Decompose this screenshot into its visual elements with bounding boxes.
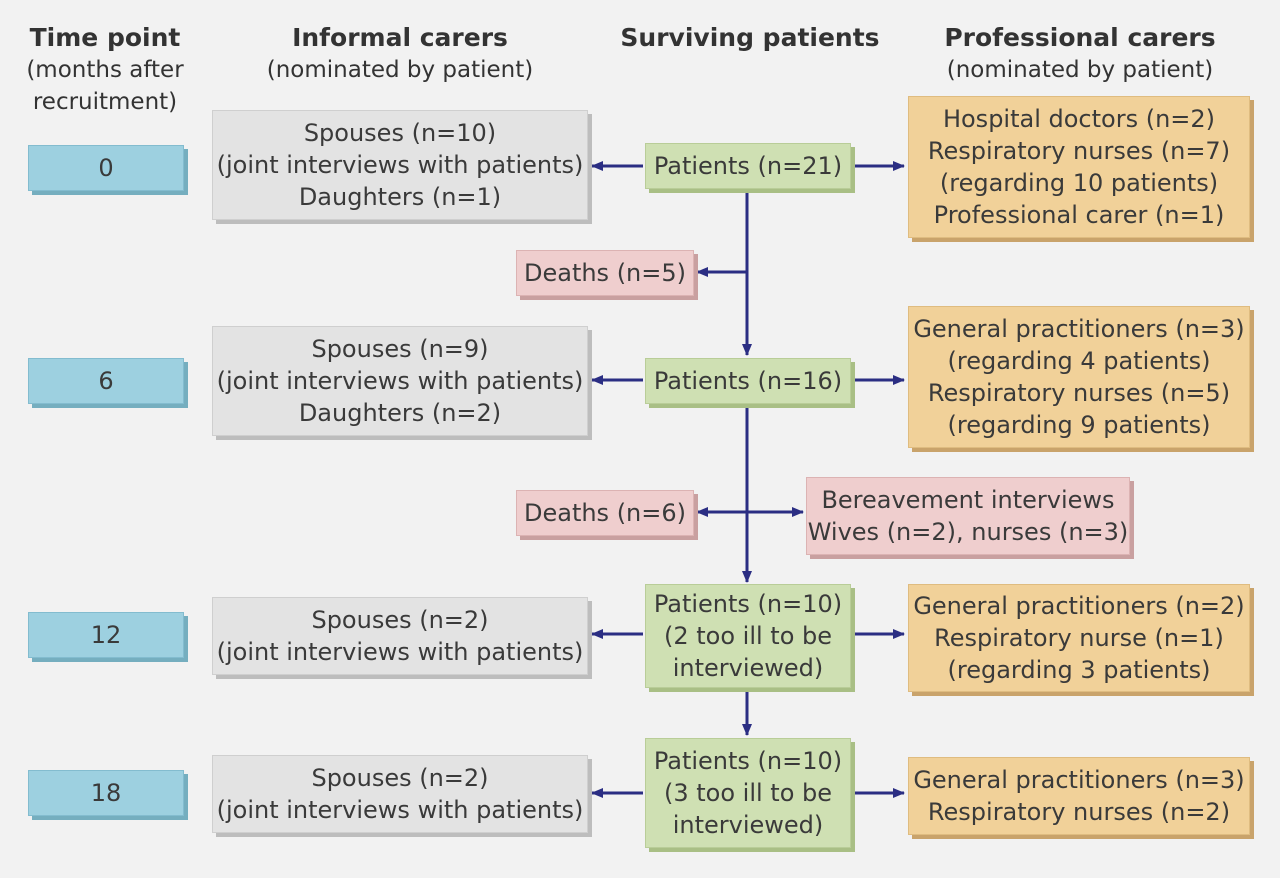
professional-line: Respiratory nurses (n=2): [927, 798, 1231, 826]
professional-carers-6: General practitioners (n=3) (regarding 4…: [908, 306, 1250, 448]
header-time-point-subtitle: (months after recruitment): [26, 57, 184, 115]
professional-line: (regarding 10 patients): [939, 169, 1219, 197]
bereavement-interviews-box: Bereavement interviews Wives (n=2), nurs…: [806, 477, 1130, 555]
informal-line: (joint interviews with patients): [216, 367, 584, 395]
professional-line: Hospital doctors (n=2): [942, 105, 1216, 133]
header-time-point-title: Time point: [29, 23, 181, 52]
time-point-label: 0: [98, 154, 114, 182]
time-point-0: 0: [28, 145, 184, 191]
patients-12: Patients (n=10) (2 too ill to be intervi…: [645, 584, 851, 688]
patients-line: Patients (n=10): [653, 747, 843, 775]
professional-line: (regarding 3 patients): [947, 656, 1211, 684]
time-point-6: 6: [28, 358, 184, 404]
professional-line: Professional carer (n=1): [933, 201, 1225, 229]
header-patients-title: Surviving patients: [620, 23, 880, 52]
header-surviving-patients: Surviving patients: [600, 22, 900, 54]
professional-line: General practitioners (n=3): [913, 315, 1245, 343]
header-time-point: Time point (months after recruitment): [0, 22, 210, 118]
patients-line: interviewed): [672, 654, 824, 682]
professional-line: Respiratory nurse (n=1): [934, 624, 1224, 652]
informal-line: Spouses (n=9): [311, 335, 489, 363]
informal-line: (joint interviews with patients): [216, 151, 584, 179]
informal-line: Spouses (n=2): [311, 764, 489, 792]
bereavement-line: Wives (n=2), nurses (n=3): [807, 518, 1129, 546]
informal-carers-12: Spouses (n=2) (joint interviews with pat…: [212, 597, 588, 675]
time-point-label: 12: [90, 621, 122, 649]
patients-6: Patients (n=16): [645, 358, 851, 404]
professional-line: Respiratory nurses (n=5): [927, 379, 1231, 407]
bereavement-line: Bereavement interviews: [821, 486, 1115, 514]
time-point-18: 18: [28, 770, 184, 816]
patients-line: Patients (n=21): [653, 152, 843, 180]
informal-line: Spouses (n=10): [303, 119, 497, 147]
patients-line: (3 too ill to be: [663, 779, 833, 807]
deaths-box-2: Deaths (n=6): [516, 490, 694, 536]
patients-line: (2 too ill to be: [663, 622, 833, 650]
patients-line: Patients (n=16): [653, 367, 843, 395]
header-informal-title: Informal carers: [292, 23, 508, 52]
patients-18: Patients (n=10) (3 too ill to be intervi…: [645, 738, 851, 848]
informal-line: (joint interviews with patients): [216, 638, 584, 666]
patients-0: Patients (n=21): [645, 143, 851, 189]
informal-carers-6: Spouses (n=9) (joint interviews with pat…: [212, 326, 588, 436]
informal-line: (joint interviews with patients): [216, 796, 584, 824]
header-professional-title: Professional carers: [944, 23, 1216, 52]
professional-line: Respiratory nurses (n=7): [927, 137, 1231, 165]
header-informal-carers: Informal carers (nominated by patient): [250, 22, 550, 86]
time-point-label: 6: [98, 367, 114, 395]
professional-line: General practitioners (n=2): [913, 592, 1245, 620]
time-point-label: 18: [90, 779, 122, 807]
header-professional-subtitle: (nominated by patient): [946, 57, 1214, 83]
informal-line: Spouses (n=2): [311, 606, 489, 634]
professional-line: (regarding 4 patients): [947, 347, 1211, 375]
informal-line: Daughters (n=1): [298, 183, 502, 211]
header-informal-subtitle: (nominated by patient): [266, 57, 534, 83]
professional-line: General practitioners (n=3): [913, 766, 1245, 794]
patients-line: Patients (n=10): [653, 590, 843, 618]
deaths-label: Deaths (n=6): [523, 499, 687, 527]
time-point-12: 12: [28, 612, 184, 658]
informal-carers-0: Spouses (n=10) (joint interviews with pa…: [212, 110, 588, 220]
professional-carers-12: General practitioners (n=2) Respiratory …: [908, 584, 1250, 692]
professional-carers-18: General practitioners (n=3) Respiratory …: [908, 757, 1250, 835]
header-professional-carers: Professional carers (nominated by patien…: [920, 22, 1240, 86]
patients-line: interviewed): [672, 811, 824, 839]
professional-carers-0: Hospital doctors (n=2) Respiratory nurse…: [908, 96, 1250, 238]
informal-carers-18: Spouses (n=2) (joint interviews with pat…: [212, 755, 588, 833]
professional-line: (regarding 9 patients): [947, 411, 1211, 439]
deaths-label: Deaths (n=5): [523, 259, 687, 287]
deaths-box-1: Deaths (n=5): [516, 250, 694, 296]
informal-line: Daughters (n=2): [298, 399, 502, 427]
